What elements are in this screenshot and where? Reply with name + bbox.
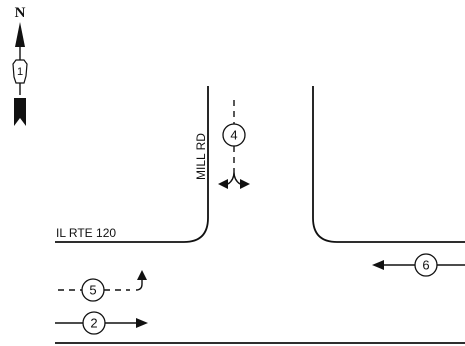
north-arrow-tip-icon [15,22,25,47]
road-edge-mill-rd-east [312,86,465,243]
movement-5: 5 [58,270,147,302]
movement-4: 4 [218,100,250,189]
street-label-il-rte-120: IL RTE 120 [56,226,116,240]
movement-4-right-arrow-icon [240,179,250,189]
north-arrow-number: 1 [17,66,23,78]
north-letter: N [15,5,26,21]
movement-2-right-arrow-icon [136,318,148,328]
movement-5-up-arrow-icon [137,270,147,280]
north-arrow-tail-icon [14,98,26,126]
street-label-mill-rd: MILL RD [194,133,208,180]
movement-2: 2 [55,311,148,335]
movement-4-number: 4 [230,128,237,143]
road-edge-mill-rd-west [55,86,209,243]
north-arrow: N 1 [12,5,28,126]
movement-6: 6 [372,253,465,277]
movement-2-number: 2 [90,316,97,331]
movement-4-split [227,171,241,185]
north-arrow-badge-icon [12,59,28,84]
movement-4-left-arrow-icon [218,179,228,189]
movement-6-number: 6 [422,258,429,273]
movement-5-number: 5 [89,283,96,298]
movement-5-turn [135,280,143,291]
movement-6-left-arrow-icon [372,260,384,270]
